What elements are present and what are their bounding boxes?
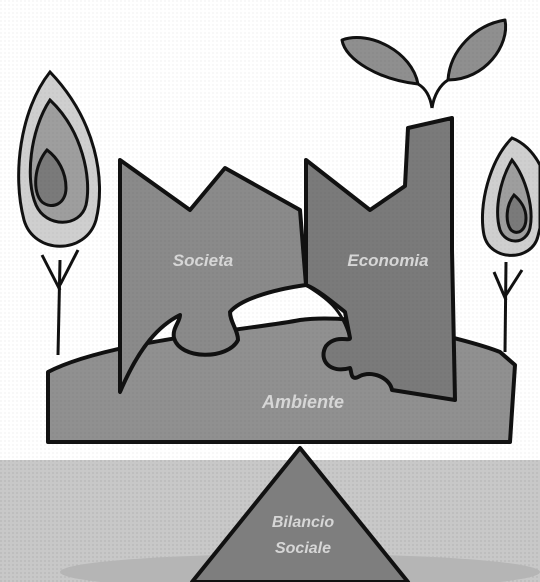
- bilancio-label-line2: Sociale: [275, 540, 331, 557]
- societa-label: Societa: [173, 251, 233, 270]
- economia-label: Economia: [347, 251, 428, 270]
- ambiente-label: Ambiente: [261, 392, 344, 412]
- fulcrum-icon: [190, 446, 410, 582]
- bilancio-label-line1: Bilancio: [272, 514, 334, 531]
